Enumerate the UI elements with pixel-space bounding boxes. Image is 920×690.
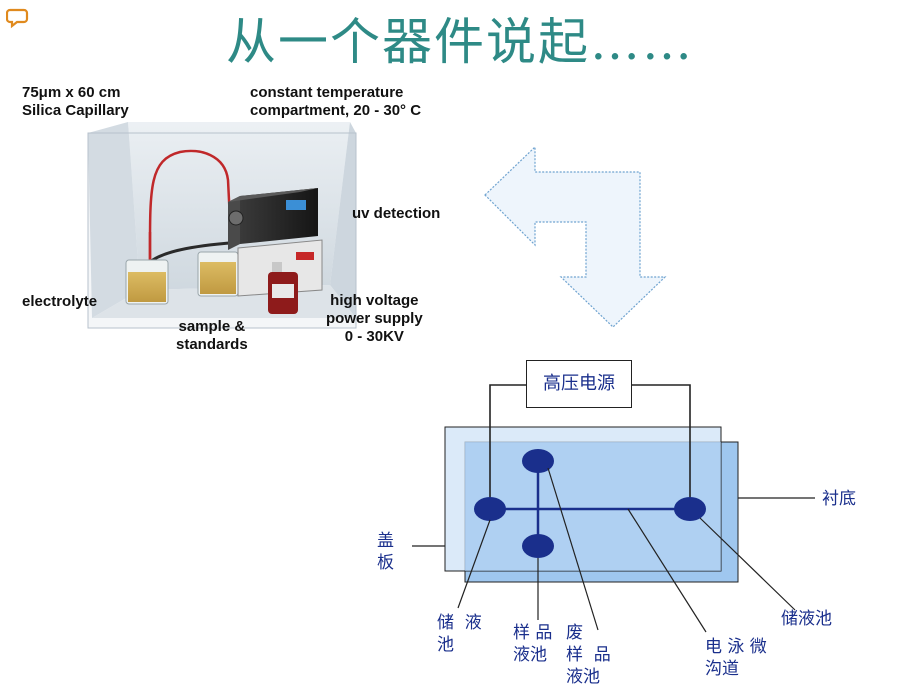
bidirectional-arrow-icon — [484, 145, 667, 328]
waste-sample-label: 废 样 品 液池 — [566, 623, 611, 687]
instrument-photo — [87, 122, 357, 329]
electrolyte-beaker-icon — [125, 259, 169, 305]
capillary-label: 75μm x 60 cm Silica Capillary — [22, 84, 129, 119]
reservoir-left-label: 储 液 池 — [437, 613, 482, 655]
comment-icon[interactable] — [6, 6, 30, 30]
uv-label: uv detection — [352, 205, 441, 222]
hv-bottle-icon — [268, 262, 298, 314]
substrate-label: 衬底 — [822, 489, 856, 509]
page-title: 从一个器件说起…… — [226, 13, 694, 71]
electrolyte-label: electrolyte — [22, 293, 98, 310]
power-supply-box: 高压电源 — [526, 360, 632, 408]
sample-reservoir-label: 样 品 液池 — [513, 623, 553, 665]
hv-label: high voltage power supply 0 - 30KV — [326, 292, 423, 345]
sample-reservoir-icon — [522, 534, 554, 558]
power-supply-label: 高压电源 — [543, 373, 615, 394]
reservoir-left-icon — [474, 497, 506, 521]
waste-reservoir-icon — [522, 449, 554, 473]
reservoir-right-label: 储液池 — [781, 609, 832, 629]
uv-detector-icon — [228, 188, 318, 250]
cover-label: 盖 板 — [377, 531, 394, 573]
temperature-label: constant temperature compartment, 20 - 3… — [250, 84, 422, 119]
channel-label: 电 泳 微 沟道 — [705, 637, 767, 679]
microchip-diagram — [412, 384, 815, 633]
sample-beaker-icon — [197, 251, 239, 297]
sample-label: sample & standards — [176, 318, 248, 353]
reservoir-right-icon — [674, 497, 706, 521]
